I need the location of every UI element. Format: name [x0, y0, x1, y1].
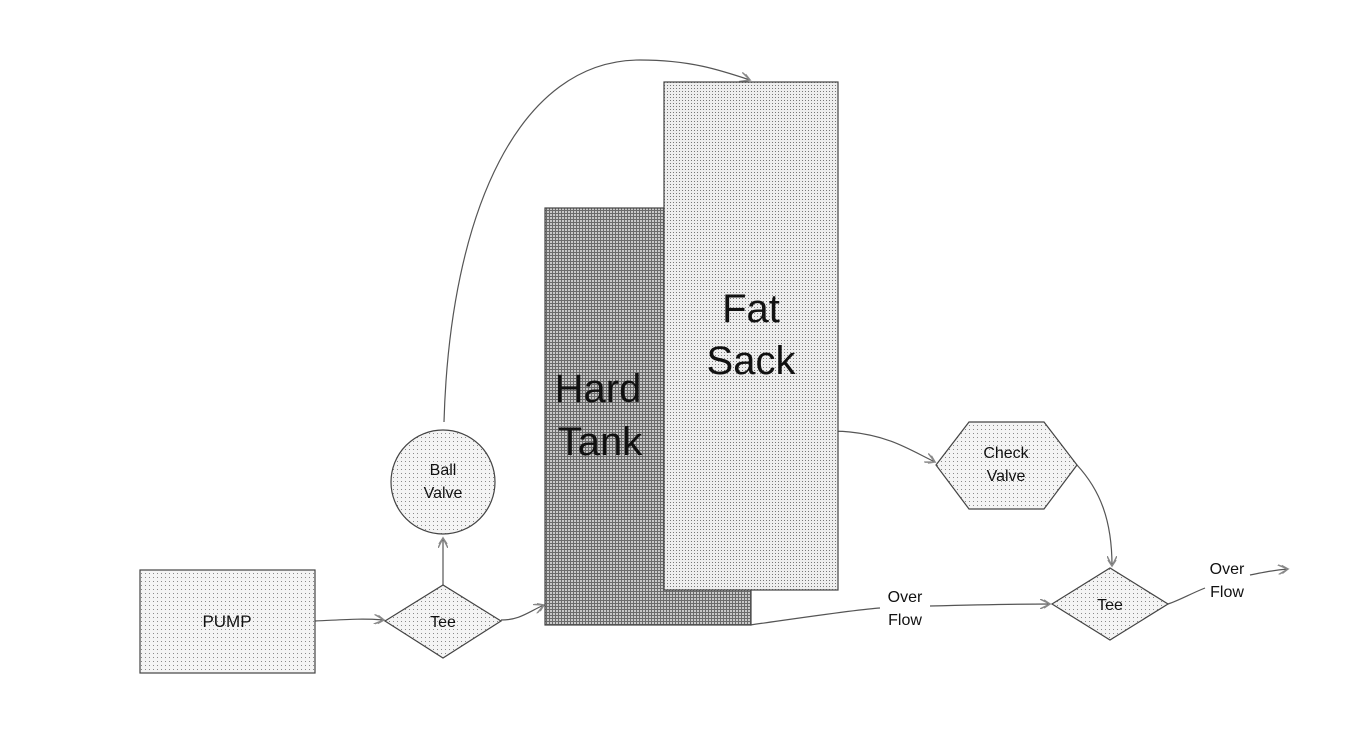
ball-valve-node[interactable]: Ball Valve — [390, 429, 496, 535]
pump-node[interactable]: PUMP — [139, 569, 316, 674]
overflow-mid-label-line1: Over — [888, 589, 923, 606]
ball-valve-label-line2: Valve — [424, 485, 463, 502]
fat-sack-label-line1: Fat — [722, 287, 780, 331]
check-valve-label-line2: Valve — [987, 468, 1026, 485]
fat-sack-label-line2: Sack — [707, 339, 797, 383]
tee-left-node[interactable]: Tee — [383, 584, 503, 659]
connector-hardtank-overflow-tee — [749, 604, 1050, 626]
tee-right-node[interactable]: Tee — [1050, 567, 1170, 641]
connector-tee-hardtank — [500, 605, 544, 621]
pump-label: PUMP — [202, 612, 251, 631]
tee-left-label: Tee — [430, 614, 456, 631]
check-valve-node[interactable]: Check Valve — [935, 421, 1078, 510]
overflow-mid-label-line2: Flow — [888, 612, 922, 629]
connector-checkvalve-tee — [1076, 464, 1112, 566]
connector-pump-tee — [314, 619, 384, 621]
hard-tank-label-line2: Tank — [558, 420, 643, 464]
tee-right-label: Tee — [1097, 597, 1123, 614]
hard-tank-label-line1: Hard — [555, 367, 642, 411]
fat-sack-node[interactable]: Fat Sack — [663, 81, 839, 591]
connector-ballvalve-fatsack — [443, 59, 750, 423]
ball-valve-label-line1: Ball — [430, 462, 457, 479]
overflow-out-label-line2: Flow — [1210, 584, 1244, 601]
connector-tee-overflow-out — [1167, 569, 1288, 605]
overflow-out-label-line1: Over — [1210, 561, 1245, 578]
check-valve-label-line1: Check — [983, 445, 1029, 462]
